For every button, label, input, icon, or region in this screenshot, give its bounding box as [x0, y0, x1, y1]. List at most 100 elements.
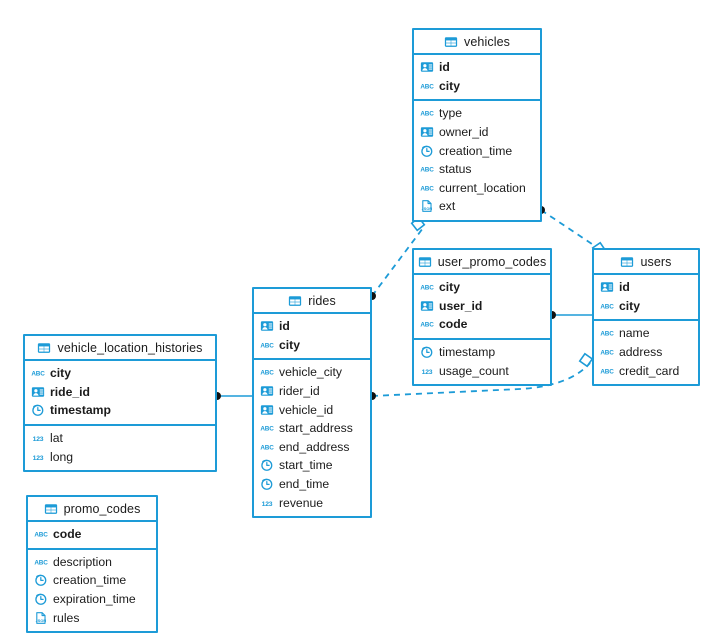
- clock-icon: [260, 477, 274, 491]
- entity-header-rides[interactable]: rides: [254, 289, 370, 314]
- column-row[interactable]: expiration_time: [28, 590, 156, 609]
- column-row[interactable]: vehicle_id: [254, 400, 370, 419]
- table-grid-icon: [288, 294, 302, 308]
- primary-key-column[interactable]: ABC city: [414, 278, 550, 297]
- column-name: owner_id: [439, 125, 489, 140]
- 123-icon: 123: [420, 364, 434, 378]
- entity-header-users[interactable]: users: [594, 250, 698, 275]
- abc-icon: ABC: [420, 162, 434, 176]
- id-card-icon: [600, 280, 614, 294]
- primary-key-column[interactable]: ABC city: [594, 297, 698, 316]
- column-row[interactable]: creation_time: [414, 141, 540, 160]
- column-name: city: [439, 280, 461, 295]
- abc-icon: ABC: [420, 280, 434, 294]
- primary-key-column[interactable]: user_id: [414, 297, 550, 316]
- entity-header-user_promo_codes[interactable]: user_promo_codes: [414, 250, 550, 275]
- column-name: address: [619, 345, 663, 360]
- column-name: ride_id: [50, 384, 90, 399]
- column-row[interactable]: rider_id: [254, 382, 370, 401]
- 123-icon: 123: [31, 450, 45, 464]
- column-row[interactable]: ABC description: [28, 553, 156, 572]
- column-row[interactable]: JSON ext: [414, 197, 540, 216]
- column-name: ext: [439, 199, 456, 214]
- entity-title: user_promo_codes: [437, 254, 547, 269]
- svg-text:123: 123: [33, 436, 44, 443]
- column-row[interactable]: creation_time: [28, 571, 156, 590]
- column-name: user_id: [439, 298, 483, 313]
- column-name: end_time: [279, 477, 330, 492]
- column-name: start_address: [279, 421, 353, 436]
- primary-key-column[interactable]: id: [594, 278, 698, 297]
- primary-key-column[interactable]: ride_id: [25, 383, 215, 402]
- abc-icon: ABC: [260, 338, 274, 352]
- svg-text:ABC: ABC: [34, 560, 48, 567]
- abc-icon: ABC: [600, 345, 614, 359]
- entity-header-vehicles[interactable]: vehicles: [414, 30, 540, 55]
- column-name: timestamp: [50, 403, 111, 418]
- svg-text:ABC: ABC: [600, 304, 614, 311]
- primary-key-column[interactable]: timestamp: [25, 401, 215, 420]
- abc-icon: ABC: [420, 317, 434, 331]
- id-card-icon: [420, 60, 434, 74]
- column-name: city: [619, 298, 641, 313]
- primary-key-column[interactable]: id: [254, 317, 370, 336]
- svg-text:ABC: ABC: [600, 350, 614, 357]
- entity-header-vehicle_location_histories[interactable]: vehicle_location_histories: [25, 336, 215, 361]
- entity-header-promo_codes[interactable]: promo_codes: [28, 497, 156, 522]
- id-card-icon: [420, 299, 434, 313]
- column-row[interactable]: ABC start_address: [254, 419, 370, 438]
- column-row[interactable]: end_time: [254, 475, 370, 494]
- column-name: description: [53, 554, 112, 569]
- relationship-edge-user_promo_codes-to-users[interactable]: [548, 311, 592, 319]
- abc-icon: ABC: [34, 527, 48, 541]
- abc-icon: ABC: [260, 421, 274, 435]
- column-row[interactable]: timestamp: [414, 343, 550, 362]
- primary-key-column[interactable]: id: [414, 58, 540, 77]
- column-name: vehicle_city: [279, 365, 342, 380]
- column-name: id: [279, 319, 290, 334]
- abc-icon: ABC: [31, 366, 45, 380]
- table-grid-icon: [37, 341, 51, 355]
- svg-text:ABC: ABC: [420, 84, 434, 91]
- abc-icon: ABC: [34, 555, 48, 569]
- table-grid-icon: [418, 255, 432, 269]
- column-row[interactable]: start_time: [254, 456, 370, 475]
- relationship-edge-vehicle_location_histories-to-rides[interactable]: [213, 392, 252, 400]
- svg-text:JSON: JSON: [422, 207, 433, 211]
- column-row[interactable]: ABC address: [594, 343, 698, 362]
- column-row[interactable]: owner_id: [414, 123, 540, 142]
- edge-endpoint-square: [578, 352, 594, 368]
- json-icon: JSON: [34, 611, 48, 625]
- edge-line: [540, 209, 605, 253]
- svg-text:ABC: ABC: [420, 285, 434, 292]
- entity-title: vehicle_location_histories: [57, 340, 203, 355]
- primary-key-column[interactable]: ABC city: [414, 77, 540, 96]
- column-name: city: [439, 78, 461, 93]
